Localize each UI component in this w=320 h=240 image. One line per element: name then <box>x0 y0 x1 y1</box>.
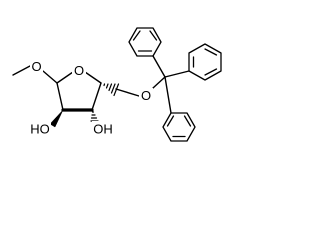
phenyl-ring-1 <box>128 27 162 57</box>
svg-text:O: O <box>141 88 151 103</box>
phenyl-ring-2 <box>188 43 222 81</box>
atom-hydroxyl-3: OH <box>92 121 114 137</box>
molecule-structure: O O O HO OH <box>12 27 222 142</box>
wedge-bond-c2-oh <box>49 109 64 128</box>
ring-bond-c4-c3 <box>91 82 102 111</box>
phenyl-ring-3 <box>162 112 196 142</box>
ring-bond-c1-c2 <box>56 82 64 111</box>
c5-o-bond <box>115 88 140 97</box>
methyl-bond <box>12 65 31 76</box>
svg-text:O: O <box>74 63 84 78</box>
methoxy-bond <box>42 70 58 84</box>
svg-text:O: O <box>31 59 41 74</box>
trityl-bond-2 <box>164 70 190 78</box>
svg-text:HO: HO <box>30 122 50 137</box>
atom-hydroxyl-2: HO <box>29 121 51 137</box>
ring-bond-c1-o4 <box>56 71 74 84</box>
ring-bond-o4-c4 <box>84 71 102 84</box>
hashed-bond-c3-oh <box>90 111 99 122</box>
trityl-bond-1 <box>152 55 166 78</box>
svg-text:OH: OH <box>93 122 113 137</box>
atom-ring-o: O <box>72 63 86 78</box>
atom-trityl-o: O <box>139 88 153 103</box>
trityl-bond-3 <box>164 76 172 114</box>
o-trityl-bond <box>152 76 166 89</box>
atom-methoxy-o: O <box>30 59 43 74</box>
